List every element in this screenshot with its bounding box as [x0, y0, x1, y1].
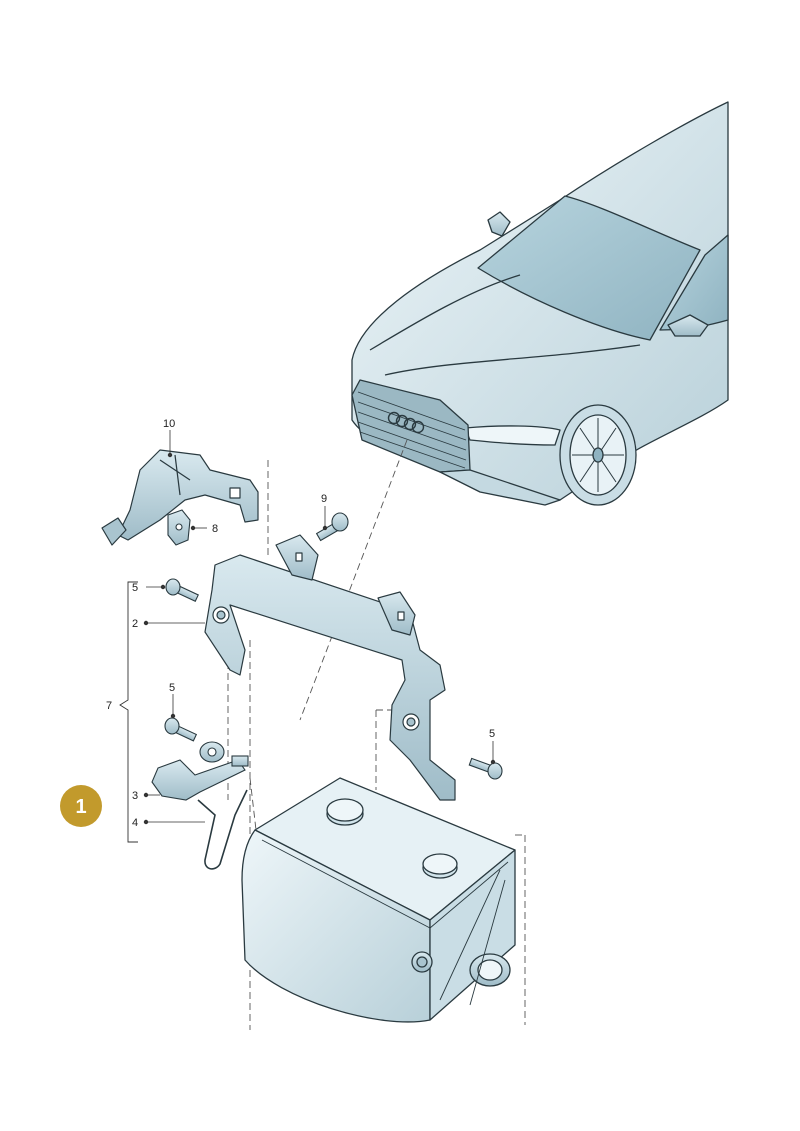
callout-2: 2 [132, 618, 138, 630]
callout-8: 8 [212, 523, 218, 535]
part-5-screw-a [165, 578, 199, 603]
callout-9: 9 [321, 493, 327, 505]
part-5-screw-c [468, 757, 503, 780]
item-number-badge: 1 [60, 785, 102, 827]
callout-7: 7 [106, 700, 112, 712]
badge-number: 1 [75, 796, 86, 818]
callout-leaders [143, 430, 496, 825]
callout-5-top: 5 [132, 582, 138, 594]
callout-3: 3 [132, 790, 138, 802]
part-3-adjuster [151, 741, 249, 801]
group-bracket-7 [119, 581, 138, 843]
part-10-upper-bracket [101, 449, 259, 546]
callout-4: 4 [132, 817, 138, 829]
part-1-sensor-module [241, 777, 516, 1023]
part-8-clip-nut [167, 509, 191, 546]
part-4-wire-clip [197, 789, 248, 870]
callout-5-middle: 5 [169, 682, 175, 694]
front-wheel [559, 404, 637, 506]
part-9-screw [315, 512, 349, 542]
part-5-screw-b [164, 717, 198, 742]
callout-5-right: 5 [489, 728, 495, 740]
part-2-main-bracket [204, 534, 456, 801]
badge-circle [60, 785, 102, 827]
brand-rings-icon [387, 411, 425, 434]
car-illustration [351, 101, 729, 506]
callout-10: 10 [163, 418, 175, 430]
